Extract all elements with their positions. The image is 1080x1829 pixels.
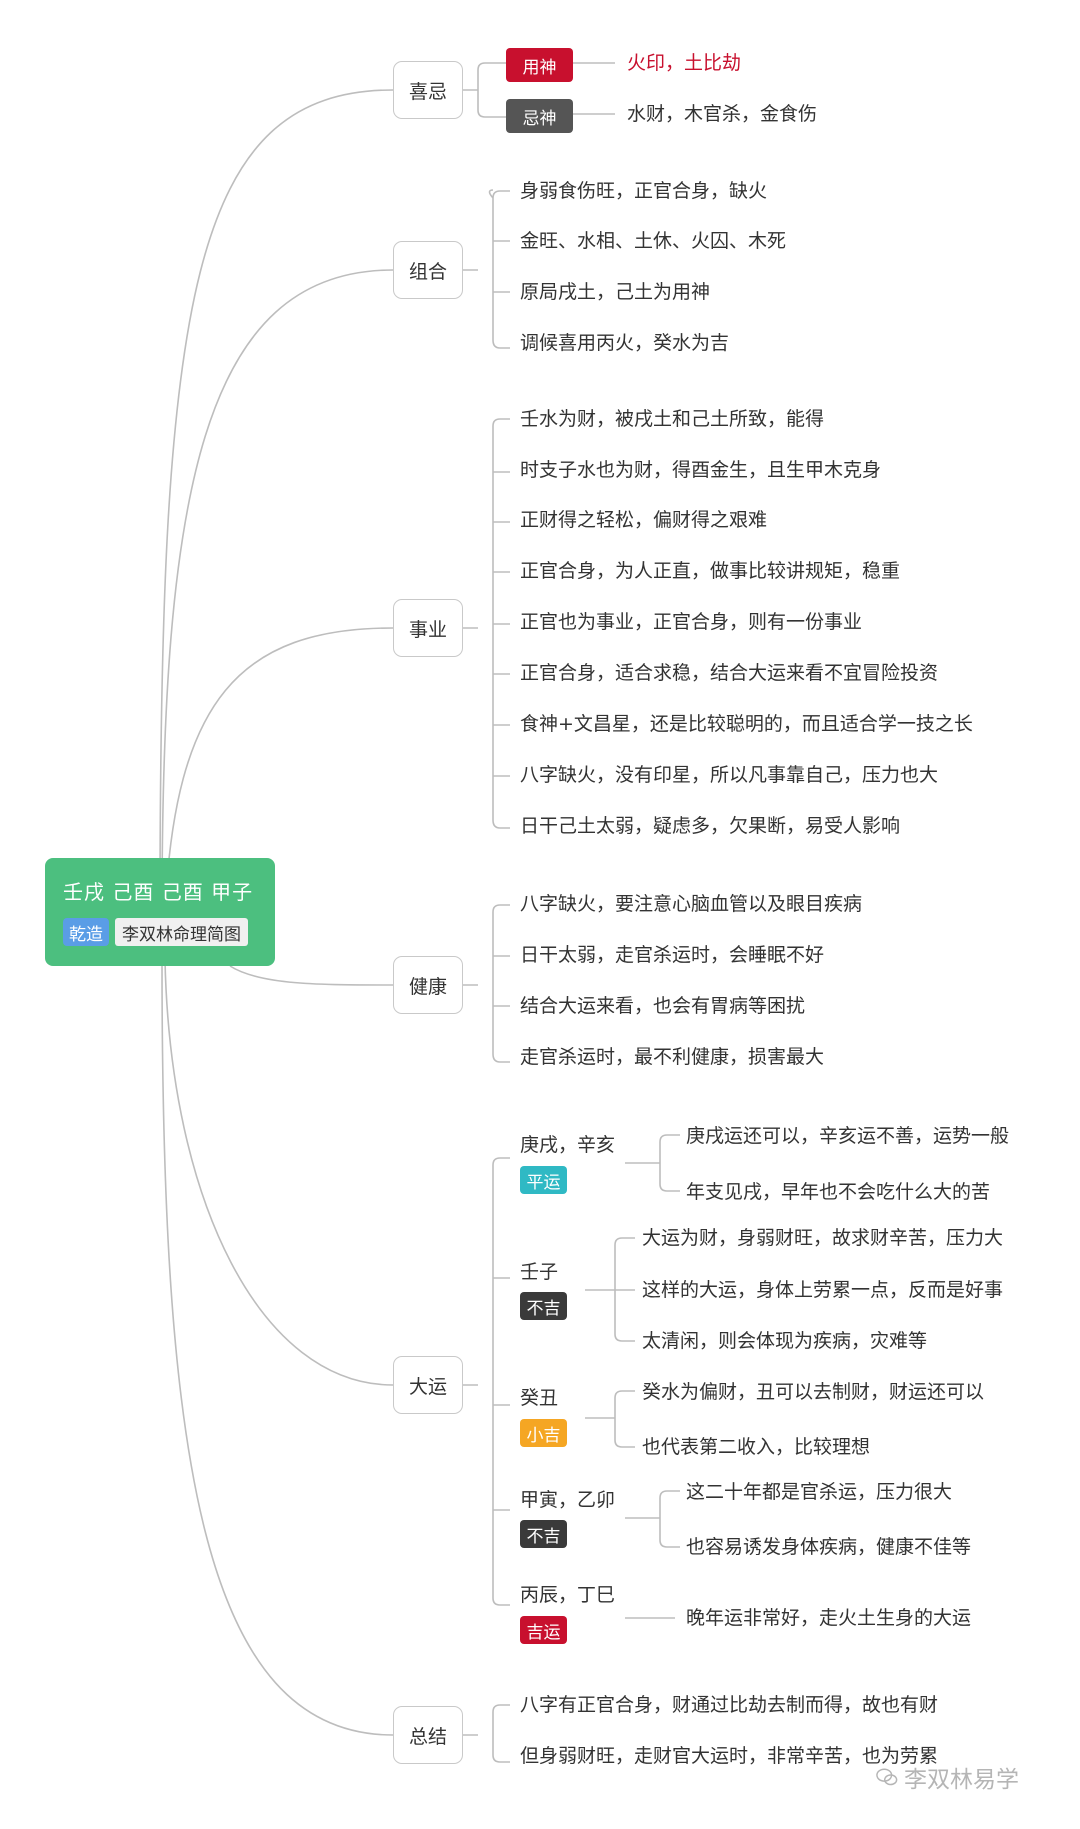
- zuhe-item-3: 原局戌土，己土为用神: [520, 281, 711, 303]
- node-zuhe[interactable]: 组合: [393, 241, 463, 299]
- bracket-jiankang: [463, 904, 510, 1063]
- zongjie-item-1: 八字有正官合身，财通过比劫去制而得，故也有财: [520, 1694, 939, 1716]
- node-shiye[interactable]: 事业: [393, 599, 463, 657]
- period-5-item-1: 晚年运非常好，走火土生身的大运: [686, 1607, 972, 1629]
- jiankang-item-3: 结合大运来看，也会有胃病等困扰: [520, 995, 806, 1017]
- watermark-text: 李双林易学: [904, 1767, 1019, 1793]
- period-3-item-2: 也代表第二收入，比较理想: [642, 1436, 871, 1458]
- period-1-item-1: 庚戌运还可以，辛亥运不善，运势一般: [686, 1125, 1010, 1147]
- wechat-icon: [876, 1768, 898, 1786]
- zuhe-item-2: 金旺、水相、土休、火囚、木死: [520, 230, 787, 252]
- yongshen-text: 火印，土比劫: [627, 52, 742, 74]
- zongjie-item-2: 但身弱财旺，走财官大运时，非常辛苦，也为劳累: [520, 1745, 939, 1767]
- period-2-item-1: 大运为财，身弱财旺，故求财辛苦，压力大: [642, 1227, 1004, 1249]
- shiye-item-4: 正官合身，为人正直，做事比较讲规矩，稳重: [520, 560, 901, 582]
- tag-yongshen[interactable]: 用神: [506, 48, 573, 82]
- period-4-item-2: 也容易诱发身体疾病，健康不佳等: [686, 1536, 972, 1558]
- zuhe-item-1: 身弱食伤旺，正官合身，缺火: [520, 180, 768, 202]
- jiankang-item-4: 走官杀运时，最不利健康，损害最大: [520, 1046, 825, 1068]
- bracket-period-1: [625, 1134, 680, 1192]
- bracket-shiye: [463, 418, 510, 829]
- shiye-item-8: 八字缺火，没有印星，所以凡事靠自己，压力也大: [520, 764, 939, 786]
- zuhe-item-4: 调候喜用丙火，癸水为吉: [520, 332, 730, 354]
- bracket-period-4: [625, 1490, 680, 1548]
- jiankang-item-1: 八字缺火，要注意心脑血管以及眼目疾病: [520, 893, 863, 915]
- period-3-item-1: 癸水为偏财，丑可以去制财，财运还可以: [642, 1381, 985, 1403]
- bracket-zongjie: [463, 1704, 510, 1763]
- bracket-xiji: [463, 62, 506, 118]
- root-badge: 乾造: [63, 918, 109, 946]
- shiye-item-2: 时支子水也为财，得酉金生，且生甲木克身: [520, 459, 882, 481]
- period-2-item-3: 太清闲，则会体现为疾病，灾难等: [642, 1330, 928, 1352]
- bracket-period-3: [585, 1390, 635, 1448]
- bracket-zuhe: [463, 189, 510, 349]
- shiye-item-3: 正财得之轻松，偏财得之艰难: [520, 509, 768, 531]
- period-1-name: 庚戌，辛亥: [520, 1134, 616, 1156]
- link-root-zongjie: [161, 959, 394, 1736]
- period-4-tag: 不吉: [520, 1520, 567, 1548]
- period-4-item-1: 这二十年都是官杀运，压力很大: [686, 1481, 953, 1503]
- jiankang-item-2: 日干太弱，走官杀运时，会睡眠不好: [520, 944, 825, 966]
- node-dayun[interactable]: 大运: [393, 1356, 463, 1414]
- period-3-tag: 小吉: [520, 1419, 567, 1447]
- period-1-tag: 平运: [520, 1166, 567, 1194]
- period-1-item-2: 年支见戌，早年也不会吃什么大的苦: [686, 1181, 991, 1203]
- root-tag: 李双林命理简图: [115, 918, 248, 946]
- watermark: 李双林易学: [876, 1760, 1019, 1794]
- shiye-item-5: 正官也为事业，正官合身，则有一份事业: [520, 611, 863, 633]
- link-root-jiankang: [229, 965, 394, 986]
- link-root-shiye: [164, 627, 394, 913]
- root-node[interactable]: 壬戌 己酉 己酉 甲子 乾造 李双林命理简图: [45, 858, 275, 966]
- root-title: 壬戌 己酉 己酉 甲子: [63, 880, 254, 904]
- tag-jishen[interactable]: 忌神: [506, 99, 573, 133]
- bracket-period-2: [585, 1237, 635, 1342]
- period-4-name: 甲寅，乙卯: [520, 1489, 616, 1511]
- period-2-item-2: 这样的大运，身体上劳累一点，反而是好事: [642, 1279, 1004, 1301]
- period-3-name: 癸丑: [520, 1387, 559, 1409]
- period-2-tag: 不吉: [520, 1292, 567, 1320]
- node-jiankang[interactable]: 健康: [393, 956, 463, 1014]
- shiye-item-7: 食神+文昌星，还是比较聪明的，而且适合学一技之长: [520, 713, 973, 735]
- bracket-dayun: [463, 1157, 510, 1606]
- jishen-text: 水财，木官杀，金食伤: [627, 103, 818, 125]
- period-2-name: 壬子: [520, 1261, 559, 1283]
- node-zongjie[interactable]: 总结: [393, 1706, 463, 1764]
- period-5-tag: 吉运: [520, 1616, 567, 1644]
- link-root-xiji: [159, 89, 394, 913]
- shiye-item-1: 壬水为财，被戌土和己土所致，能得: [520, 408, 825, 430]
- link-root-zuhe: [161, 269, 394, 913]
- shiye-item-9: 日干己土太弱，疑虑多，欠果断，易受人影响: [520, 815, 901, 837]
- node-xiji[interactable]: 喜忌: [393, 61, 463, 119]
- period-5-name: 丙辰，丁巳: [520, 1584, 616, 1606]
- shiye-item-6: 正官合身，适合求稳，结合大运来看不宜冒险投资: [520, 662, 939, 684]
- link-root-dayun: [164, 959, 394, 1386]
